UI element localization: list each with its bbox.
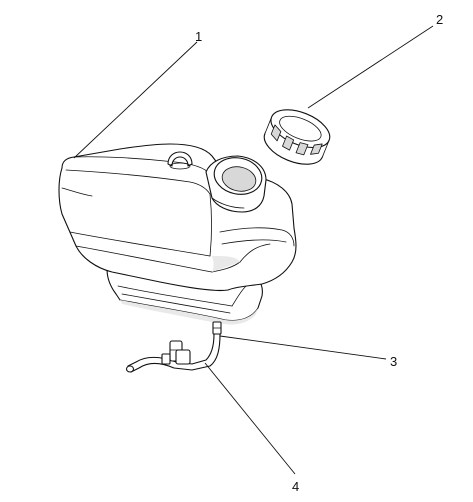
overflow-hose (125, 333, 221, 373)
hose-end (125, 365, 135, 373)
callout-4: 4 (292, 479, 299, 494)
callout-2: 2 (436, 12, 443, 27)
tank-outlet-spigot (212, 321, 222, 335)
coolant-reservoir-tank (58, 143, 297, 325)
tank-mounting-loop (167, 151, 193, 167)
callout-1: 1 (195, 29, 202, 44)
leader-line-3 (219, 335, 387, 360)
callout-3: 3 (390, 354, 397, 369)
leader-line-4 (204, 362, 296, 475)
leader-line-2 (307, 25, 434, 109)
leader-line-1 (73, 41, 198, 159)
filler-cap (263, 109, 331, 165)
